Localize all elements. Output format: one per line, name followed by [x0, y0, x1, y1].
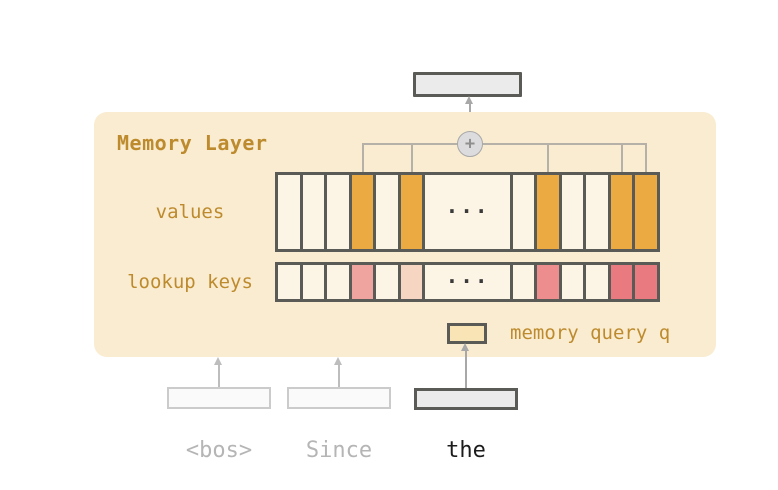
ellipsis-dots: ... — [445, 263, 490, 288]
value-cell — [327, 175, 349, 249]
token-label-the: the — [446, 438, 486, 463]
connector-stub — [547, 143, 549, 172]
value-cell-highlighted — [610, 175, 633, 249]
key-cell — [561, 265, 584, 299]
connector-stub — [621, 143, 623, 172]
key-cell-highlighted — [610, 265, 633, 299]
lookup-keys-label: lookup keys — [127, 271, 253, 293]
token-label-since: Since — [305, 438, 373, 463]
key-cell — [327, 265, 349, 299]
plus-icon: + — [464, 133, 476, 154]
value-cell-highlighted — [537, 175, 559, 249]
connector-stub — [362, 143, 364, 172]
key-cell — [586, 265, 608, 299]
key-cell-highlighted — [400, 265, 423, 299]
ellipsis-cell: ... — [425, 263, 510, 299]
key-cell — [278, 265, 300, 299]
memory-query-label: memory query q — [510, 322, 671, 344]
ellipsis-cell: ... — [425, 175, 510, 249]
value-cell — [376, 175, 398, 249]
since-arrow-line — [338, 364, 340, 387]
memory-query-box — [447, 323, 487, 344]
value-cell-highlighted — [635, 175, 658, 249]
bos-arrow-line — [218, 364, 220, 387]
value-cell-highlighted — [351, 175, 374, 249]
value-cell — [278, 175, 300, 249]
values-row: ... — [275, 172, 660, 252]
key-cell — [376, 265, 398, 299]
key-cell-highlighted — [351, 265, 374, 299]
connector-stub — [411, 143, 413, 172]
query-arrow-line — [465, 350, 467, 388]
bos-arrow-head-icon — [214, 357, 222, 365]
value-cell — [302, 175, 325, 249]
connector-bus — [363, 143, 646, 145]
token-box-bos — [167, 387, 271, 409]
value-cell — [586, 175, 608, 249]
key-cell — [302, 265, 325, 299]
lookup-keys-row: ... — [275, 262, 660, 302]
sum-aggregator-icon: + — [457, 131, 483, 157]
value-cell-highlighted — [400, 175, 423, 249]
values-label: values — [155, 201, 225, 223]
ellipsis-dots: ... — [445, 193, 490, 218]
since-arrow-head-icon — [334, 357, 342, 365]
memory-layer-title: Memory Layer — [117, 131, 268, 155]
connector-stub — [645, 143, 647, 172]
key-cell — [512, 265, 535, 299]
key-cell-highlighted — [537, 265, 559, 299]
output-arrow-head-icon — [465, 96, 473, 104]
token-box-since — [287, 387, 391, 409]
token-label-bos: <bos> — [185, 438, 253, 463]
token-box-the — [414, 388, 518, 410]
key-cell-highlighted — [635, 265, 658, 299]
output-box — [413, 72, 522, 97]
query-arrow-head-icon — [461, 343, 469, 351]
value-cell — [561, 175, 584, 249]
value-cell — [512, 175, 535, 249]
